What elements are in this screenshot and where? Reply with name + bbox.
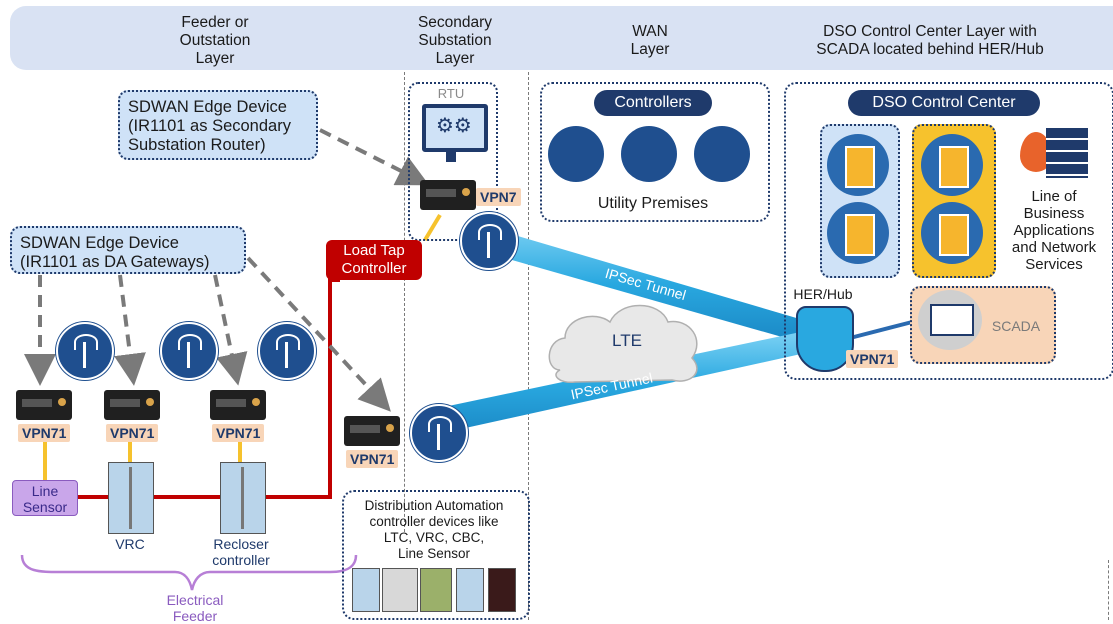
header-secondary-substation-layer: Secondary Substation Layer bbox=[417, 14, 493, 67]
layer-header-band bbox=[10, 6, 1113, 70]
vrc-pole-icon bbox=[108, 462, 154, 534]
da-device-image-4 bbox=[456, 568, 484, 612]
utility-premises-label: Utility Premises bbox=[597, 195, 709, 212]
rtu-box bbox=[408, 82, 498, 241]
controller-link-icon bbox=[694, 126, 750, 182]
lte-cloud bbox=[548, 304, 698, 384]
vpn-tag-feeder-2: VPN71 bbox=[106, 424, 159, 442]
firewall-icon bbox=[1018, 124, 1088, 180]
her-hub-shield-icon bbox=[796, 306, 854, 372]
lte-label: LTE bbox=[612, 331, 642, 350]
ipsec-tunnel-lower bbox=[420, 330, 810, 438]
load-tap-controller: Load Tap Controller bbox=[326, 240, 422, 280]
feeder-router-1 bbox=[16, 390, 72, 420]
her-hub-label: HER/Hub bbox=[793, 286, 853, 302]
controllers-pill: Controllers bbox=[594, 90, 712, 116]
scada-monitor-icon bbox=[918, 290, 982, 350]
electrical-feeder-label: Electrical Feeder bbox=[166, 592, 224, 624]
arrow-da-3 bbox=[213, 274, 248, 386]
vpn-tag-feeder-1: VPN71 bbox=[18, 424, 71, 442]
feeder-router-3 bbox=[210, 390, 266, 420]
callout-secondary-substation-router: SDWAN Edge Device (IR1101 as Secondary S… bbox=[118, 90, 318, 160]
line-of-business-label: Line of Business Applications and Networ… bbox=[1011, 188, 1097, 273]
da-device-image-3 bbox=[420, 568, 452, 612]
vpn-tag-feeder-3: VPN71 bbox=[212, 424, 265, 442]
arrow-secondary-router bbox=[319, 128, 430, 186]
recloser-pole-icon bbox=[220, 462, 266, 534]
line-sensor-device: Line Sensor bbox=[12, 480, 78, 516]
divider-substation-wan bbox=[528, 72, 529, 620]
vpn-tag-substation: VPN7 bbox=[476, 188, 521, 206]
server-icon-1 bbox=[827, 134, 889, 196]
recloser-label: Recloser controller bbox=[212, 536, 270, 568]
scada-screen bbox=[930, 304, 974, 336]
electrical-feeder-bracket bbox=[20, 554, 358, 591]
feeder-antenna-3 bbox=[258, 322, 316, 380]
arrow-da-2 bbox=[114, 274, 146, 386]
divider-feeder-substation bbox=[404, 72, 405, 532]
da-devices-box bbox=[342, 490, 530, 620]
header-dso-layer: DSO Control Center Layer with SCADA loca… bbox=[816, 23, 1044, 58]
arrow-da-4 bbox=[246, 256, 391, 412]
controllers-box bbox=[540, 82, 770, 222]
header-feeder-layer: Feeder or Outstation Layer bbox=[179, 14, 251, 67]
electrical-feeder-line bbox=[60, 278, 340, 499]
lower-antenna-icon bbox=[410, 404, 468, 462]
feeder-antenna-2 bbox=[160, 322, 218, 380]
ipsec-tunnel-upper bbox=[470, 222, 810, 345]
rtu-monitor-icon: ⚙⚙ bbox=[422, 104, 488, 152]
da-devices-label: Distribution Automation controller devic… bbox=[364, 498, 504, 561]
rtu-gear-icon: ⚙⚙ bbox=[436, 115, 472, 137]
substation-antenna-icon bbox=[460, 212, 518, 270]
drop-line-substation bbox=[423, 213, 442, 242]
server-icon-3 bbox=[921, 134, 983, 196]
server-icon-2 bbox=[827, 202, 889, 264]
lower-router-icon bbox=[344, 416, 400, 446]
rtu-monitor-stand bbox=[446, 150, 456, 162]
dso-control-center-pill: DSO Control Center bbox=[848, 90, 1040, 116]
da-device-image-2 bbox=[382, 568, 418, 612]
server-icon-4 bbox=[921, 202, 983, 264]
substation-router-icon bbox=[420, 180, 476, 210]
vpn-tag-hub: VPN71 bbox=[846, 350, 899, 368]
header-wan-layer: WAN Layer bbox=[630, 23, 670, 58]
callout-da-gateways: SDWAN Edge Device (IR1101 as DA Gateways… bbox=[10, 226, 246, 274]
feeder-router-2 bbox=[104, 390, 160, 420]
scada-label: SCADA bbox=[991, 318, 1041, 334]
rtu-label: RTU bbox=[437, 86, 465, 101]
da-device-image-1 bbox=[352, 568, 380, 612]
firewall-wall-icon bbox=[1046, 128, 1088, 178]
divider-right-edge bbox=[1108, 560, 1109, 620]
hub-scada-link bbox=[849, 318, 921, 340]
controller-tree-icon bbox=[621, 126, 677, 182]
feeder-antenna-1 bbox=[56, 322, 114, 380]
da-device-image-5 bbox=[488, 568, 516, 612]
vpn-tag-lower: VPN71 bbox=[346, 450, 399, 468]
controller-hub-icon bbox=[548, 126, 604, 182]
vrc-label: VRC bbox=[115, 536, 145, 552]
